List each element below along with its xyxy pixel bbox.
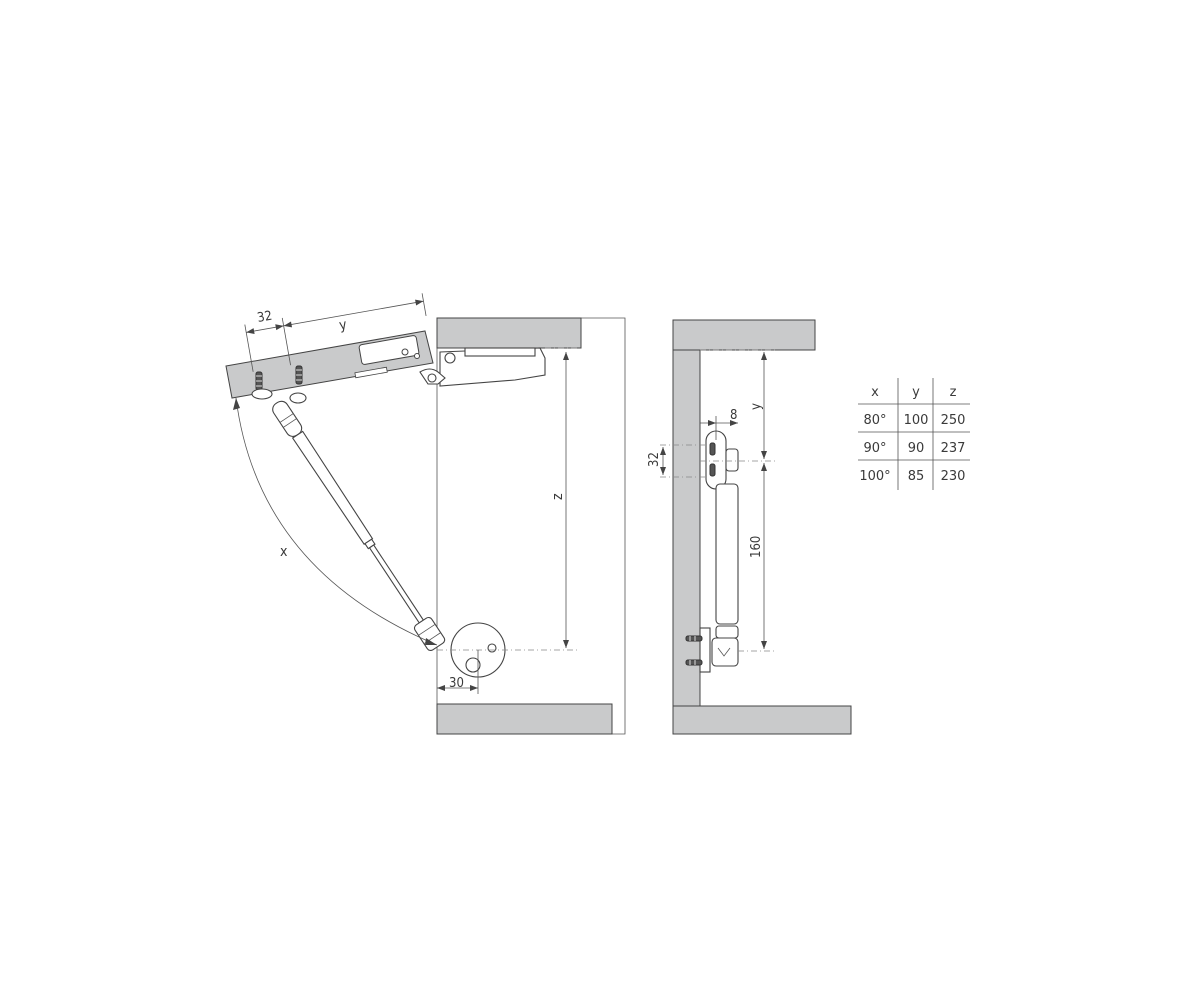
right-top-panel	[672, 319, 816, 351]
table-cell: 237	[941, 441, 966, 456]
top-dimensions	[244, 293, 427, 372]
side-view-open: 32 y x z 30	[225, 293, 626, 735]
table-cell: 85	[908, 469, 925, 484]
dimension-table: x y z 80° 100 250 90° 90 237 100° 85 230	[858, 378, 970, 490]
cabinet-bottom-panel	[436, 703, 613, 735]
dim-x-label: x	[280, 544, 288, 560]
dim-160-label: 160	[749, 536, 764, 558]
lower-bracket	[711, 637, 739, 667]
strut-lower-cap-front	[715, 625, 739, 639]
strut-rod	[368, 544, 425, 624]
side-view-closed: 8 y 32 160	[647, 319, 852, 735]
recess-hole	[401, 348, 409, 356]
dim-y-right-label: y	[749, 403, 764, 410]
cabinet-top-panel	[436, 317, 582, 349]
table-header-z: z	[950, 385, 957, 400]
right-side-panel	[672, 349, 701, 707]
table-header-x: x	[871, 385, 879, 400]
recess-hole	[414, 353, 420, 359]
mount-hole	[487, 643, 497, 653]
hinge-plate	[464, 347, 536, 357]
mount-hole	[465, 657, 481, 673]
screw-icon	[255, 371, 263, 391]
screw-icon	[295, 365, 303, 385]
strut-cylinder-front	[715, 483, 739, 625]
table-cell: 90	[908, 441, 925, 456]
hinge-body	[439, 347, 546, 387]
screw-icon	[685, 635, 703, 642]
table-header-y: y	[912, 385, 920, 400]
gas-strut	[272, 400, 446, 652]
dim-30-label: 30	[449, 676, 464, 691]
right-bottom-panel	[672, 705, 852, 735]
upper-pivot	[725, 448, 739, 472]
table-cell: 100°	[859, 469, 890, 484]
table-cell: 80°	[863, 413, 886, 428]
hinge-pivot	[444, 352, 456, 364]
lower-mount-plate	[699, 627, 711, 673]
strut-lower-cap	[413, 616, 446, 652]
door-plate	[354, 366, 388, 379]
table-cell: 100	[904, 413, 929, 428]
dim-32-label: 32	[256, 309, 273, 326]
table-cell: 230	[941, 469, 966, 484]
dim-y-label: y	[338, 317, 349, 334]
dim-8-label: 8	[730, 408, 737, 423]
opening-arc	[235, 397, 438, 646]
hinge-pin	[427, 373, 437, 383]
upper-mount	[289, 392, 307, 404]
strut-cylinder	[291, 430, 374, 545]
door-recess	[358, 335, 420, 365]
table-cell: 90°	[863, 441, 886, 456]
upper-mount	[251, 388, 273, 400]
table-cell: 250	[941, 413, 966, 428]
screw-icon	[685, 659, 703, 666]
dim-z-label: z	[550, 493, 566, 500]
dim-32-right-label: 32	[647, 452, 662, 467]
cabinet-outline	[580, 317, 626, 735]
